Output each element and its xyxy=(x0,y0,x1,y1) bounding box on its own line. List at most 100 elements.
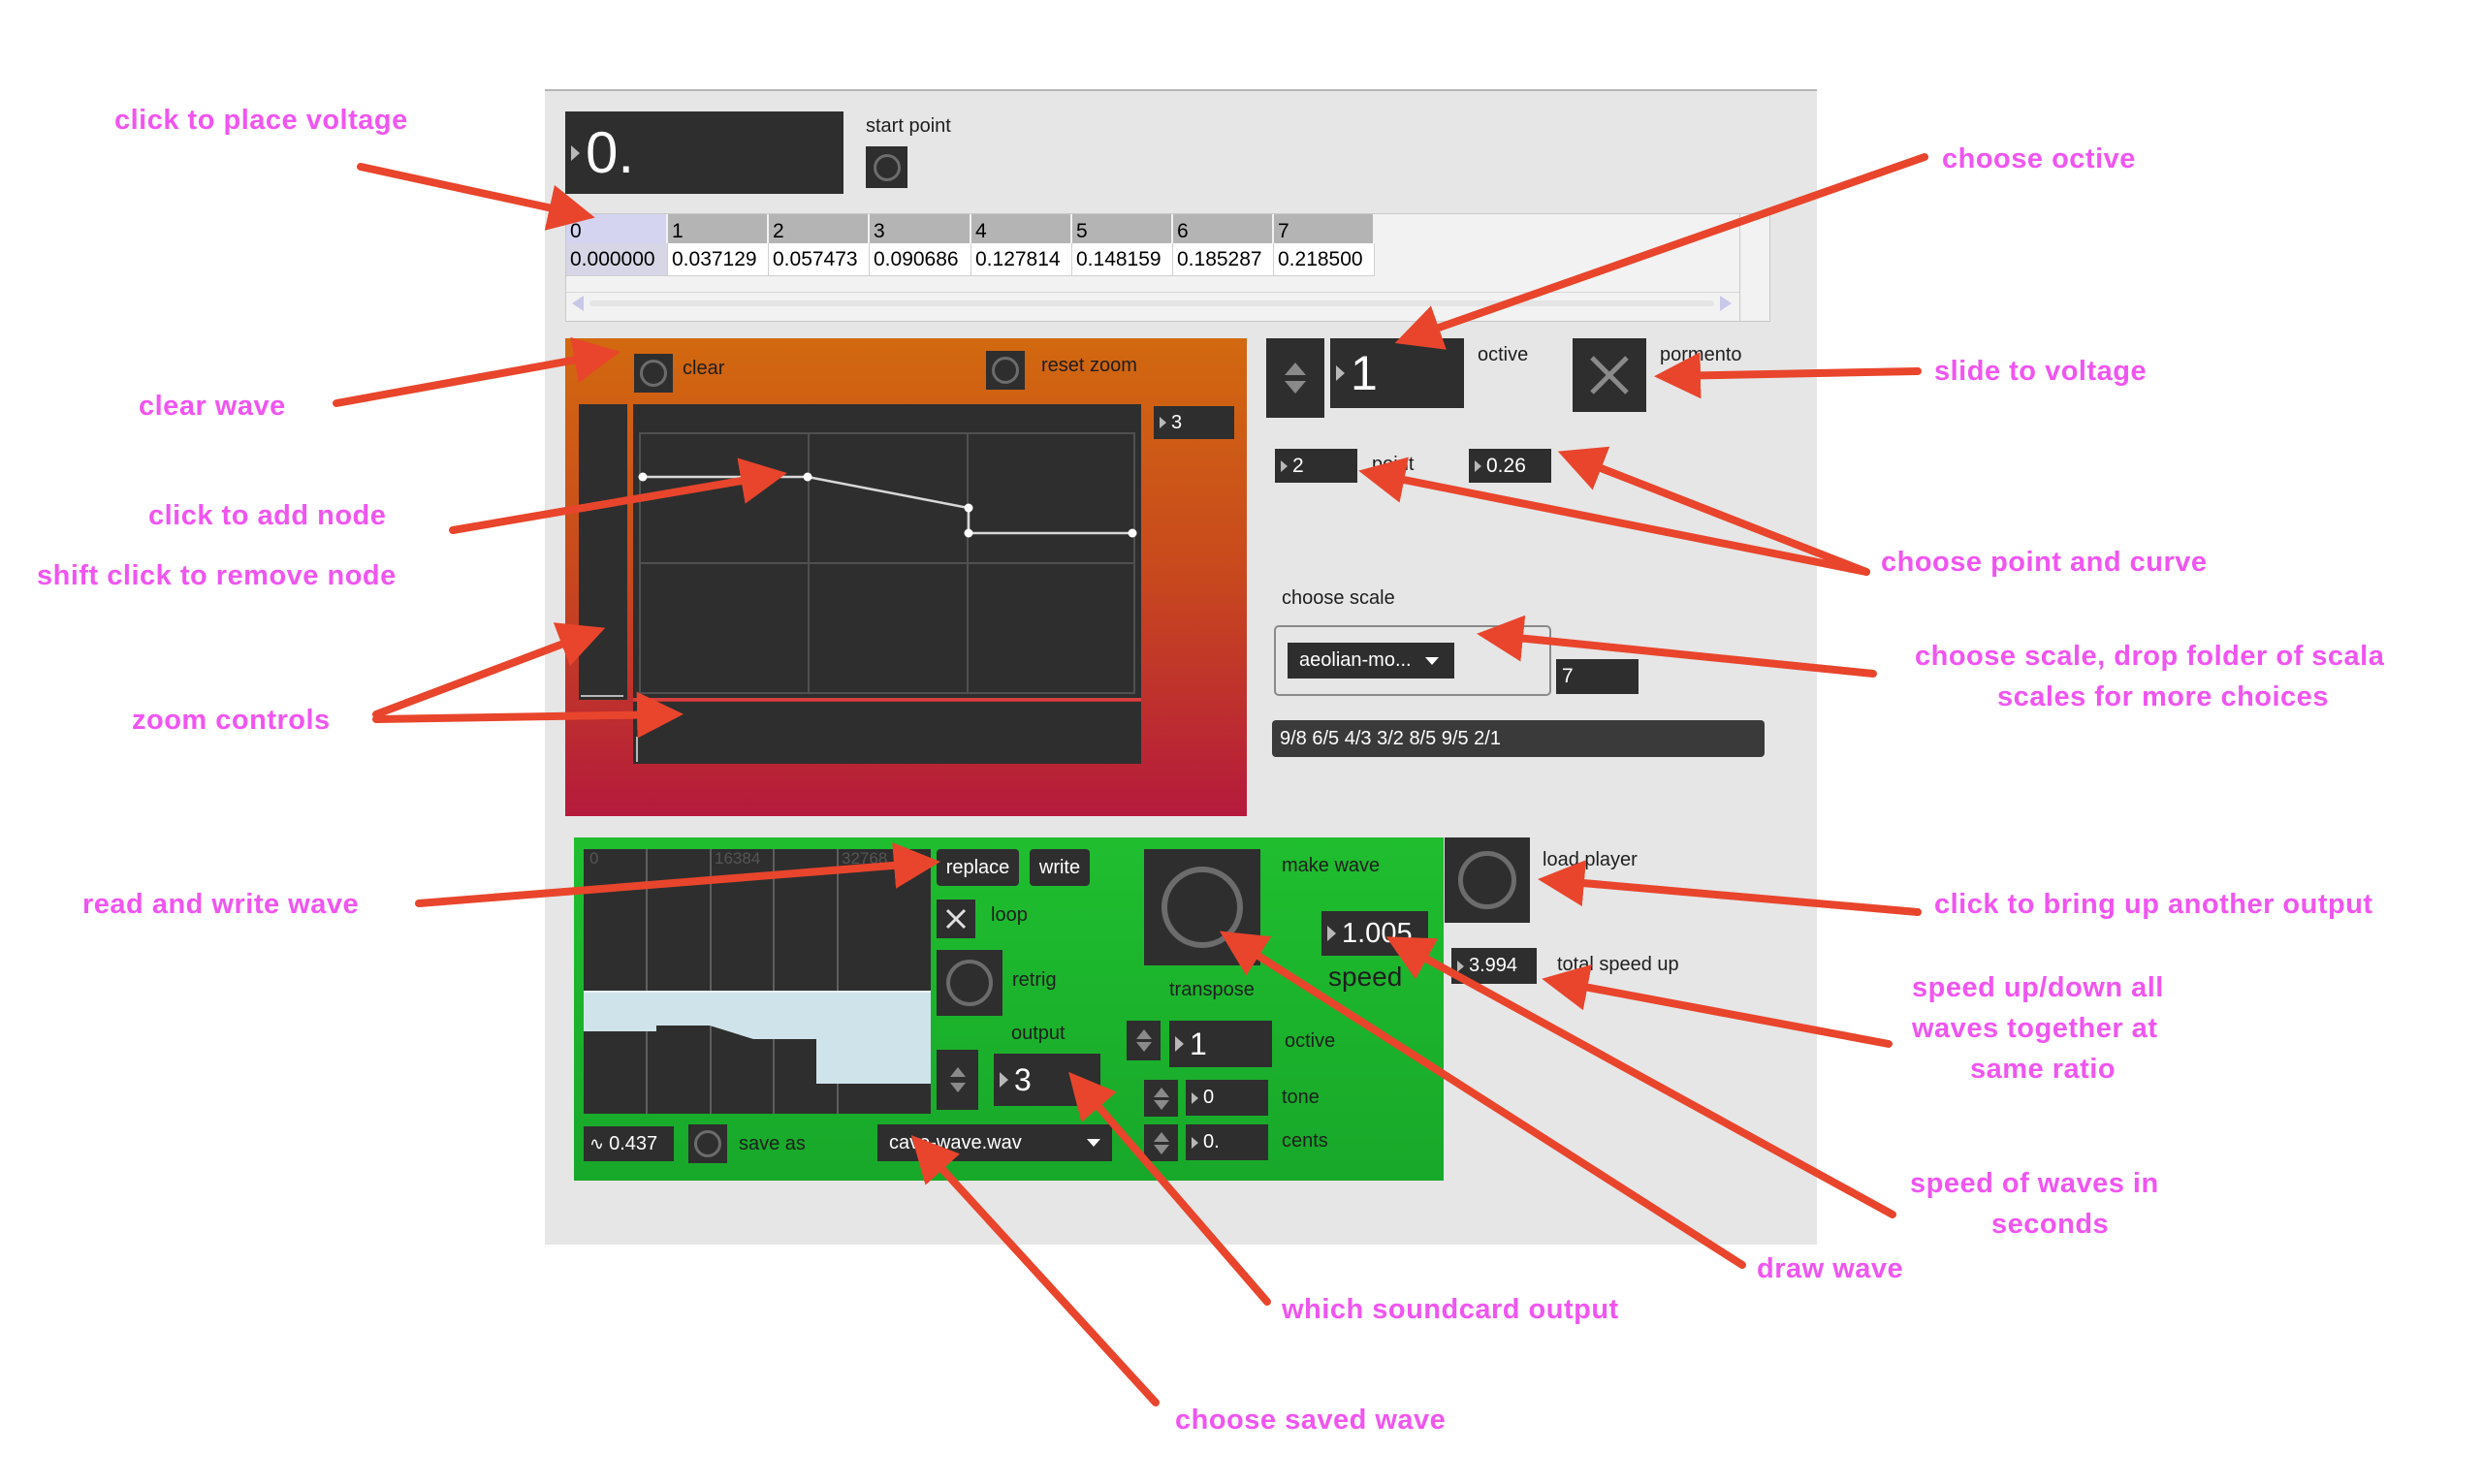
number-triangle-icon xyxy=(1475,459,1481,472)
table-header-cell: 2 xyxy=(769,214,870,243)
zoom-slider-handle[interactable] xyxy=(581,695,623,697)
number-triangle-icon xyxy=(1281,459,1288,472)
annotation: choose saved wave xyxy=(1175,1405,1447,1436)
vertical-zoom-slider[interactable] xyxy=(579,404,627,700)
tone-number-box[interactable]: 0 xyxy=(1186,1080,1268,1116)
scale-count: 7 xyxy=(1562,665,1574,687)
arrow-down-icon[interactable] xyxy=(1153,1144,1169,1154)
write-button[interactable]: write xyxy=(1030,849,1090,886)
function-node xyxy=(803,472,812,482)
function-node xyxy=(964,528,973,538)
start-point-button[interactable] xyxy=(866,146,907,188)
annotation: speed of waves in xyxy=(1910,1168,2159,1199)
transpose-octive-box[interactable]: 1 xyxy=(1169,1021,1272,1067)
annotation: waves together at xyxy=(1912,1013,2158,1044)
octive-stepper[interactable] xyxy=(1266,338,1324,418)
annotation: seconds xyxy=(1991,1209,2110,1240)
scale-dropdown[interactable]: aeolian-mo... xyxy=(1288,643,1454,679)
table-divider xyxy=(1739,214,1740,321)
annotation: click to place voltage xyxy=(114,105,408,136)
tone-stepper[interactable] xyxy=(1144,1080,1178,1117)
make-wave-button[interactable] xyxy=(1144,849,1260,965)
transpose-octive-label: octive xyxy=(1285,1030,1336,1052)
scrollbar-track[interactable] xyxy=(589,300,1714,306)
number-triangle-icon xyxy=(1000,1072,1008,1088)
zoom-slider-handle[interactable] xyxy=(636,737,638,762)
loop-toggle[interactable] xyxy=(937,900,975,938)
table-scrollbar[interactable] xyxy=(566,292,1739,314)
save-as-label: save as xyxy=(739,1133,806,1154)
transpose-octive-stepper[interactable] xyxy=(1127,1021,1161,1060)
scroll-right-icon[interactable] xyxy=(1720,296,1732,311)
table-cell[interactable]: 0.185287 xyxy=(1173,243,1274,276)
arrow-up-icon[interactable] xyxy=(1135,1029,1152,1039)
arrow-down-icon[interactable] xyxy=(949,1083,966,1092)
annotation: which soundcard output xyxy=(1282,1294,1619,1325)
waveform-graph[interactable] xyxy=(584,849,931,1114)
save-as-button[interactable] xyxy=(688,1124,727,1163)
table-cell[interactable]: 0.000000 xyxy=(566,243,668,276)
curve-number-box[interactable]: 0.26 xyxy=(1469,449,1551,483)
arrow-down-icon[interactable] xyxy=(1135,1042,1152,1052)
buffer-tick: 0 xyxy=(589,849,599,868)
transpose-label: transpose xyxy=(1169,979,1255,1000)
arrow-up-icon[interactable] xyxy=(1153,1131,1169,1142)
load-player-button[interactable] xyxy=(1445,837,1530,923)
annotation: speed up/down all xyxy=(1912,972,2164,1003)
annotation: choose point and curve xyxy=(1881,547,2208,578)
output-number-box[interactable]: 3 xyxy=(994,1054,1100,1106)
voltage-value: 0. xyxy=(586,120,635,185)
buffer-tick: 32768 xyxy=(842,849,888,868)
number-triangle-icon xyxy=(1327,926,1336,941)
cents-number-box[interactable]: 0. xyxy=(1186,1124,1268,1160)
loop-label: loop xyxy=(991,904,1028,926)
table-cell[interactable]: 0.037129 xyxy=(668,243,769,276)
choose-scale-label: choose scale xyxy=(1282,587,1395,609)
point-number-box[interactable]: 2 xyxy=(1275,449,1357,483)
function-graph[interactable] xyxy=(633,404,1141,700)
scroll-left-icon[interactable] xyxy=(572,296,584,311)
reset-zoom-button[interactable] xyxy=(986,351,1025,390)
table-header-cell: 7 xyxy=(1274,214,1375,243)
table-cell[interactable]: 0.218500 xyxy=(1274,243,1375,276)
level-meter: ∿ 0.437 xyxy=(584,1126,674,1161)
replace-button[interactable]: replace xyxy=(937,849,1019,886)
annotation: shift click to remove node xyxy=(37,560,397,591)
total-speed-box[interactable]: 3.994 xyxy=(1451,948,1537,984)
transpose-octive-value: 1 xyxy=(1190,1026,1207,1061)
horizontal-zoom-slider[interactable] xyxy=(633,702,1141,764)
table-cell[interactable]: 0.127814 xyxy=(971,243,1072,276)
arrow-up-icon[interactable] xyxy=(1153,1087,1169,1097)
table-header-cell: 5 xyxy=(1072,214,1173,243)
speed-value: 1.005 xyxy=(1342,917,1413,949)
voltage-number-box[interactable]: 0. xyxy=(565,111,843,194)
arrow-up-icon[interactable] xyxy=(1285,363,1306,375)
segments-value: 3 xyxy=(1171,411,1183,433)
table-cell[interactable]: 0.148159 xyxy=(1072,243,1173,276)
function-editor[interactable] xyxy=(633,404,1141,700)
speed-number-box[interactable]: 1.005 xyxy=(1321,911,1428,956)
tone-label: tone xyxy=(1282,1087,1320,1108)
load-player-label: load player xyxy=(1543,849,1638,870)
start-point-label: start point xyxy=(866,115,951,137)
annotation: choose scale, drop folder of scala xyxy=(1915,641,2385,672)
arrow-down-icon[interactable] xyxy=(1153,1099,1169,1110)
table-cell[interactable]: 0.057473 xyxy=(769,243,870,276)
segments-number-box[interactable]: 3 xyxy=(1154,406,1234,439)
number-triangle-icon xyxy=(1336,365,1345,381)
saved-wave-dropdown[interactable]: cave-wave.wav xyxy=(877,1124,1112,1161)
portamento-toggle[interactable] xyxy=(1573,338,1646,412)
arrow-down-icon[interactable] xyxy=(1285,381,1306,394)
portamento-label: pormento xyxy=(1660,344,1742,365)
arrow-up-icon[interactable] xyxy=(949,1067,966,1077)
clear-wave-button[interactable] xyxy=(634,354,673,393)
table-cell[interactable]: 0.090686 xyxy=(870,243,971,276)
total-speed-value: 3.994 xyxy=(1469,955,1518,976)
output-stepper[interactable] xyxy=(937,1050,978,1110)
cents-stepper[interactable] xyxy=(1144,1124,1178,1161)
waveform-display[interactable]: 0 16384 32768 xyxy=(584,849,931,1114)
scale-ratios-display: 9/8 6/5 4/3 3/2 8/5 9/5 2/1 xyxy=(1272,720,1765,757)
octive-number-box[interactable]: 1 xyxy=(1330,338,1464,408)
retrig-button[interactable] xyxy=(937,950,1002,1016)
